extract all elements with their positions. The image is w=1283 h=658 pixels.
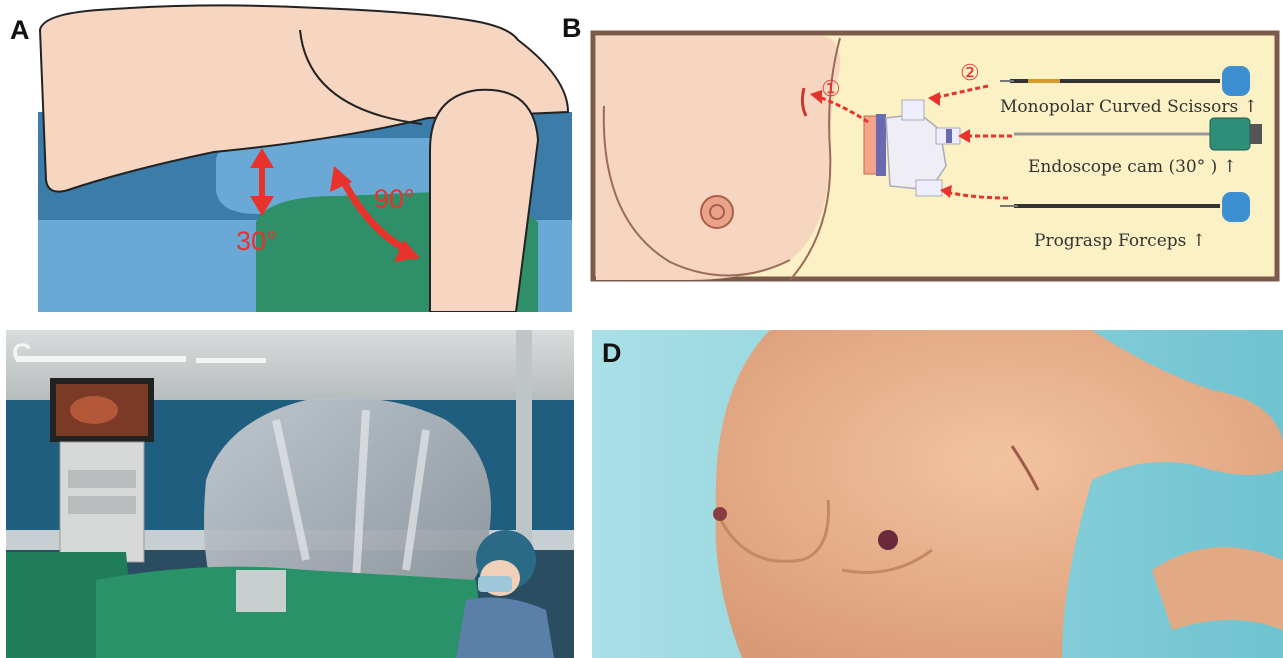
panel-c-operating-room-photo	[6, 330, 574, 658]
drape-sheet	[236, 570, 286, 612]
port-2-marker: ②	[960, 61, 980, 86]
instrument-label-scissors: Monopolar Curved Scissors ↑	[1000, 97, 1258, 117]
equipment-pole	[516, 330, 532, 560]
nipple-right	[878, 530, 898, 550]
angle-90-label: 90°	[374, 184, 415, 214]
chest-region	[596, 36, 840, 280]
drape-table	[96, 567, 486, 658]
panel-letter-c: C	[12, 340, 32, 367]
ceiling-light-left	[16, 356, 186, 362]
cart-unit-2	[68, 496, 136, 514]
monitor-surgical-view	[70, 396, 118, 424]
panel-letter-d: D	[602, 340, 622, 367]
panel-d-postoperative-photo	[592, 330, 1283, 658]
surgeon-mask	[478, 576, 512, 592]
instrument-label-forceps: Prograsp Forceps ↑	[1034, 231, 1206, 251]
ceiling-light-center	[196, 358, 266, 363]
panel-b-port-diagram: ① ② Monopolar Curved Scissors ↑ Endoscop…	[590, 30, 1282, 284]
panel-a-positioning-diagram: 30° 90°	[38, 0, 572, 312]
operating-room-scene	[6, 330, 574, 658]
panel-letter-a: A	[10, 17, 30, 44]
cart-unit-1	[68, 470, 136, 488]
angle-30-label: 30°	[236, 226, 277, 256]
postoperative-chest-photo	[592, 330, 1283, 658]
instrument-label-endoscope: Endoscope cam (30° ) ↑	[1028, 157, 1237, 177]
nipple	[701, 196, 733, 228]
nipple-left	[713, 507, 727, 521]
patient-forearm	[1152, 547, 1283, 630]
port-placement-illustration: ① ② Monopolar Curved Scissors ↑ Endoscop…	[590, 30, 1282, 284]
positioning-illustration: 30° 90°	[38, 0, 572, 312]
port-1-marker: ①	[821, 77, 841, 102]
